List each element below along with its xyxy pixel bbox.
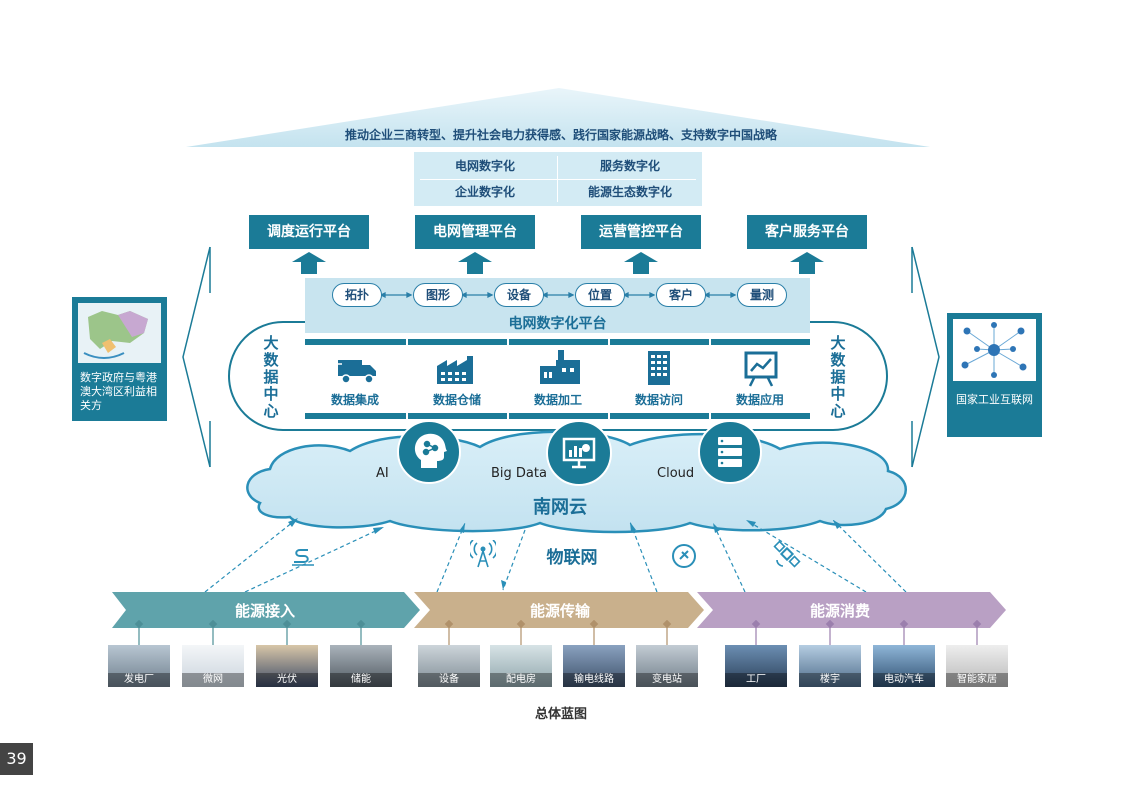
network-thumbnail bbox=[953, 319, 1036, 381]
up-arrow-icon bbox=[790, 252, 824, 274]
figure-caption: 总体蓝图 bbox=[534, 707, 587, 722]
digitization-grid: 电网数字化 服务数字化 企业数字化 能源生态数字化 bbox=[414, 152, 702, 206]
big-data-center-label-right: 大数据中心 bbox=[830, 334, 846, 420]
label-cloud: Cloud bbox=[657, 466, 695, 481]
right-side-box: 国家工业互联网 bbox=[947, 313, 1042, 437]
thumb-microgrid[interactable]: 微网 bbox=[182, 645, 244, 687]
map-thumbnail bbox=[78, 303, 161, 363]
pill-connectors bbox=[379, 291, 737, 299]
label-data-application: 数据应用 bbox=[735, 393, 784, 407]
grid-platform-title: 电网数字化平台 bbox=[508, 316, 607, 332]
energy-ecosystem-digitization: 能源生态数字化 bbox=[587, 185, 672, 199]
thumb-label: 光伏 bbox=[256, 673, 318, 687]
thumb-energy-storage[interactable]: 储能 bbox=[330, 645, 392, 687]
left-side-box: 数字政府与粤港澳大湾区利益相关方 bbox=[72, 297, 167, 421]
thumb-label: 工厂 bbox=[725, 673, 787, 687]
stage-arrows bbox=[112, 592, 1006, 628]
enterprise-digitization: 企业数字化 bbox=[454, 185, 515, 199]
cloud-node[interactable] bbox=[698, 420, 762, 484]
thumb-distribution-room[interactable]: 配电房 bbox=[490, 645, 552, 687]
pill-location[interactable]: 位置 bbox=[575, 283, 625, 307]
thumb-equipment[interactable]: 设备 bbox=[418, 645, 480, 687]
thumb-substation[interactable]: 变电站 bbox=[636, 645, 698, 687]
stage-energy-consumption[interactable]: 能源消费 bbox=[809, 602, 870, 620]
thumb-power-plant[interactable]: 发电厂 bbox=[108, 645, 170, 687]
service-digitization: 服务数字化 bbox=[599, 159, 660, 173]
label-big-data: Big Data bbox=[491, 466, 547, 481]
thumb-photovoltaic[interactable]: 光伏 bbox=[256, 645, 318, 687]
platform-grid-management[interactable]: 电网管理平台 bbox=[415, 215, 535, 249]
thumb-label: 智能家居 bbox=[946, 673, 1008, 687]
up-arrow-icon bbox=[292, 252, 326, 274]
left-side-label: 数字政府与粤港澳大湾区利益相关方 bbox=[80, 371, 157, 412]
platform-operations-control[interactable]: 运营管控平台 bbox=[581, 215, 701, 249]
warehouse-icon bbox=[437, 356, 473, 384]
thumb-label: 微网 bbox=[182, 673, 244, 687]
label-data-access: 数据访问 bbox=[634, 393, 683, 407]
label-data-processing: 数据加工 bbox=[533, 393, 582, 407]
ai-node[interactable] bbox=[397, 420, 461, 484]
thumb-label: 电动汽车 bbox=[873, 673, 935, 687]
stage-energy-access[interactable]: 能源接入 bbox=[234, 602, 295, 620]
digitization-grid: 电网数字化 bbox=[454, 159, 515, 173]
left-bracket bbox=[182, 246, 211, 468]
pill-topology[interactable]: 拓扑 bbox=[332, 283, 382, 307]
thumb-buildings[interactable]: 楼宇 bbox=[799, 645, 861, 687]
bar-bottom bbox=[305, 413, 810, 419]
satellite-icon bbox=[773, 540, 801, 568]
strategy-statement: 推动企业三商转型、提升社会电力获得感、践行国家能源战略、支持数字中国战略 bbox=[344, 128, 777, 142]
truck-icon bbox=[336, 360, 376, 384]
pill-equipment[interactable]: 设备 bbox=[494, 283, 544, 307]
thumb-label: 配电房 bbox=[490, 673, 552, 687]
up-arrow-icon bbox=[624, 252, 658, 274]
big-data-node[interactable] bbox=[546, 420, 612, 486]
bar-top bbox=[305, 339, 810, 345]
right-bracket bbox=[911, 246, 940, 468]
platform-dispatch[interactable]: 调度运行平台 bbox=[249, 215, 369, 249]
thumb-connectors bbox=[134, 620, 982, 646]
right-side-label: 国家工业互联网 bbox=[956, 393, 1033, 406]
roof-triangle bbox=[186, 88, 930, 147]
cloud-name: 南网云 bbox=[533, 497, 587, 518]
thumb-label: 设备 bbox=[418, 673, 480, 687]
pill-graphics[interactable]: 图形 bbox=[413, 283, 463, 307]
thumb-label: 储能 bbox=[330, 673, 392, 687]
thumb-label: 变电站 bbox=[636, 673, 698, 687]
thumb-factory[interactable]: 工厂 bbox=[725, 645, 787, 687]
plug-circle-icon bbox=[672, 544, 696, 568]
antenna-icon bbox=[470, 540, 496, 568]
plug-icon bbox=[292, 549, 314, 566]
grid-digital-platform bbox=[305, 278, 810, 333]
thumb-transmission-line[interactable]: 输电线路 bbox=[563, 645, 625, 687]
page-number: 39 bbox=[0, 743, 33, 775]
label-ai: AI bbox=[376, 466, 389, 481]
iot-label: 物联网 bbox=[546, 548, 598, 568]
thumb-electric-vehicle[interactable]: 电动汽车 bbox=[873, 645, 935, 687]
platform-customer-service[interactable]: 客户服务平台 bbox=[747, 215, 867, 249]
label-data-integration: 数据集成 bbox=[330, 393, 379, 407]
pill-measurement[interactable]: 量测 bbox=[737, 283, 787, 307]
monitor-chart-icon bbox=[562, 437, 596, 469]
thumb-smart-home[interactable]: 智能家居 bbox=[946, 645, 1008, 687]
factory-icon bbox=[540, 350, 580, 384]
pill-customer[interactable]: 客户 bbox=[656, 283, 706, 307]
chart-board-icon bbox=[744, 351, 778, 387]
ai-head-icon bbox=[414, 433, 447, 468]
building-icon bbox=[648, 351, 670, 385]
label-data-warehouse: 数据仓储 bbox=[432, 393, 481, 407]
thumb-label: 输电线路 bbox=[563, 673, 625, 687]
server-icon bbox=[718, 437, 742, 467]
big-data-center-label-left: 大数据中心 bbox=[263, 334, 279, 420]
stage-energy-transmission[interactable]: 能源传输 bbox=[529, 602, 590, 620]
up-arrow-icon bbox=[458, 252, 492, 274]
thumb-label: 楼宇 bbox=[799, 673, 861, 687]
thumb-label: 发电厂 bbox=[108, 673, 170, 687]
